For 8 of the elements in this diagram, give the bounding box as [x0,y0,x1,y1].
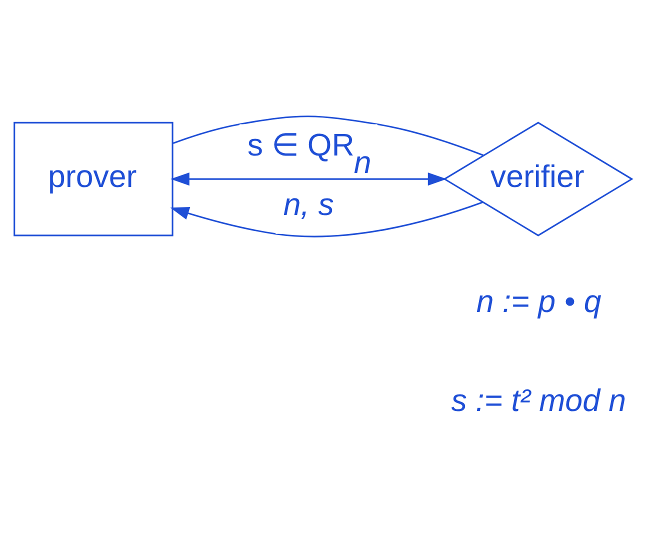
node-box: prover [14,122,174,236]
connector [172,116,484,156]
arrow [170,172,447,186]
label: n := p • q [476,284,602,320]
arrow [170,202,483,238]
edge-label: n, s [283,187,334,222]
label: s := t² mod n [451,382,626,418]
node-diamond: verifier [443,122,634,236]
